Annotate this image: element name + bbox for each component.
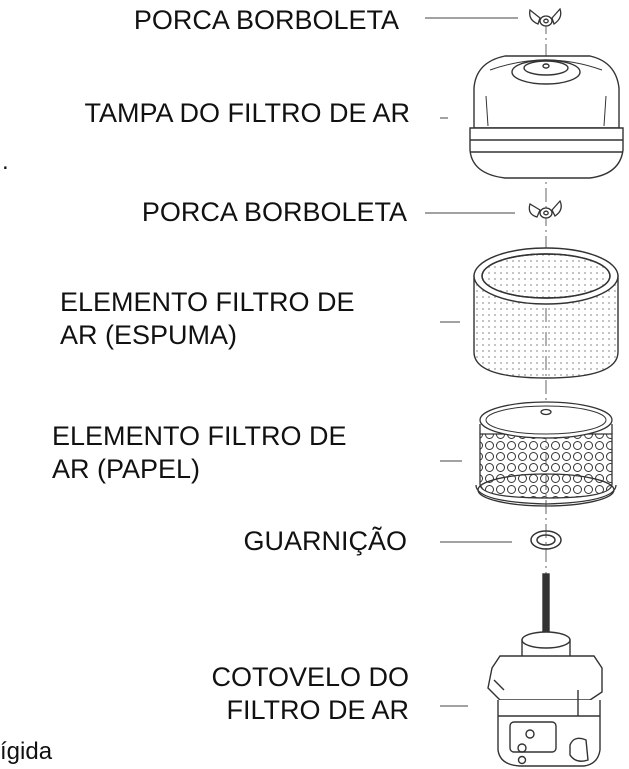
label-foam-element-line-1: ELEMENTO FILTRO DE [60,287,355,317]
wing-nut-middle-part [528,199,562,219]
label-paper-element-line-1: ELEMENTO FILTRO DE [52,421,347,451]
stray-text-fragment: ígida [0,738,53,765]
label-elbow: COTOVELO DO FILTRO DE AR [211,661,409,727]
paper-element-part [475,401,617,507]
label-air-filter-cover: TAMPA DO FILTRO DE AR [84,98,410,128]
label-paper-element-line-2: AR (PAPEL) [52,454,201,484]
label-elbow-line-1: COTOVELO DO [211,662,409,692]
label-foam-element: ELEMENTO FILTRO DE AR (ESPUMA) [60,286,355,352]
label-gasket: GUARNIÇÃO [243,526,407,556]
label-wing-nut-middle: PORCA BORBOLETA [141,197,407,227]
air-filter-cover-part [469,55,624,179]
label-foam-element-line-2: AR (ESPUMA) [60,320,238,350]
label-wing-nut-top: PORCA BORBOLETA [133,5,399,35]
label-paper-element: ELEMENTO FILTRO DE AR (PAPEL) [52,420,347,486]
elbow-part [487,573,603,767]
wing-nut-top-part [529,7,562,27]
foam-element-part [473,247,619,379]
label-elbow-line-2: FILTRO DE AR [226,695,409,725]
gasket-part [530,530,562,550]
stray-dot: . [2,148,9,175]
